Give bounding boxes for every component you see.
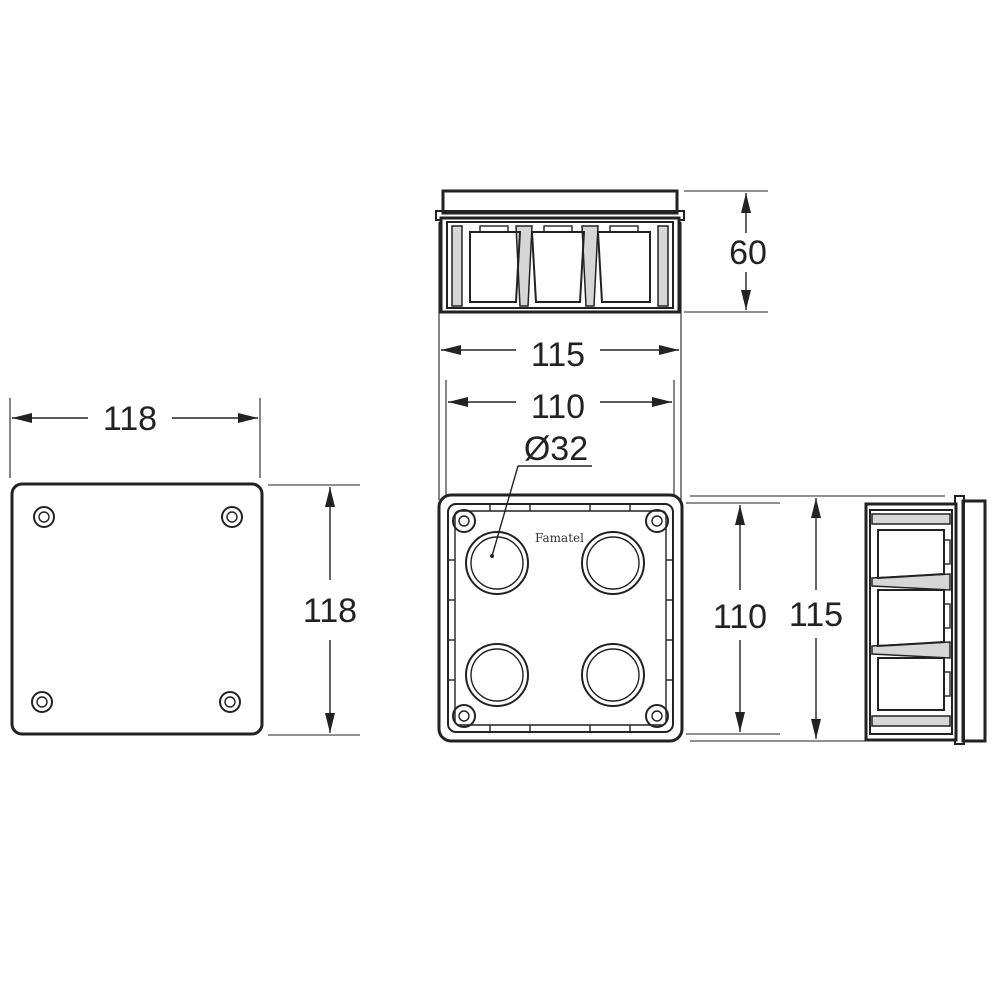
dim-label-box-depth: 60	[729, 234, 767, 272]
side-view-top: 60 115 110	[435, 189, 768, 500]
knockout-slots	[469, 225, 651, 303]
dimension-lid-height: 118	[268, 484, 360, 736]
knockout-hole-icon	[581, 531, 645, 595]
flange-top	[441, 189, 679, 215]
dimension-box-inner-height: 110	[686, 502, 780, 735]
dimension-box-outer-width: 115	[438, 222, 682, 500]
top-view-box: Famatel Ø32 110	[437, 430, 780, 743]
screw-post-icon	[452, 704, 476, 728]
box-body-right	[864, 502, 958, 742]
knockout-hole-icon	[465, 643, 529, 707]
dim-label-lid-width: 118	[103, 400, 157, 438]
side-view-right: 115	[690, 495, 987, 745]
dimension-box-depth: 60	[684, 190, 768, 313]
dim-label-lid-height: 118	[303, 592, 357, 630]
knockout-holes	[465, 531, 645, 707]
lid-view: 118 118	[9, 398, 360, 736]
dimension-lid-width: 118	[9, 398, 261, 478]
corner-screw-posts	[452, 509, 669, 728]
lid-outline	[10, 482, 264, 736]
screw-hole-icon	[33, 506, 55, 528]
knockout-hole-icon	[581, 643, 645, 707]
knockout-slots-right	[877, 529, 951, 711]
box-body-side	[439, 216, 681, 314]
dim-label-hole-diameter: Ø32	[524, 430, 588, 468]
rim-notches	[449, 505, 672, 731]
screw-hole-icon	[31, 691, 53, 713]
screw-hole-icon	[221, 506, 243, 528]
screw-post-icon	[645, 704, 669, 728]
brand-label: Famatel	[535, 531, 584, 545]
screw-post-icon	[452, 509, 476, 533]
dimension-hole-diameter: Ø32	[490, 430, 592, 558]
dim-label-box-outer-height: 115	[789, 596, 843, 634]
dim-label-box-inner-height: 110	[713, 598, 767, 636]
dim-label-box-outer-width: 115	[531, 336, 585, 374]
dimension-box-inner-width: 110	[445, 380, 675, 500]
box-outer-rim	[437, 493, 684, 743]
screw-post-icon	[645, 509, 669, 533]
dim-label-box-inner-width: 110	[531, 388, 585, 426]
lid-screw-holes	[31, 506, 243, 713]
flange-right	[961, 499, 987, 743]
dimension-box-outer-height: 115	[690, 495, 945, 742]
screw-hole-icon	[219, 691, 241, 713]
